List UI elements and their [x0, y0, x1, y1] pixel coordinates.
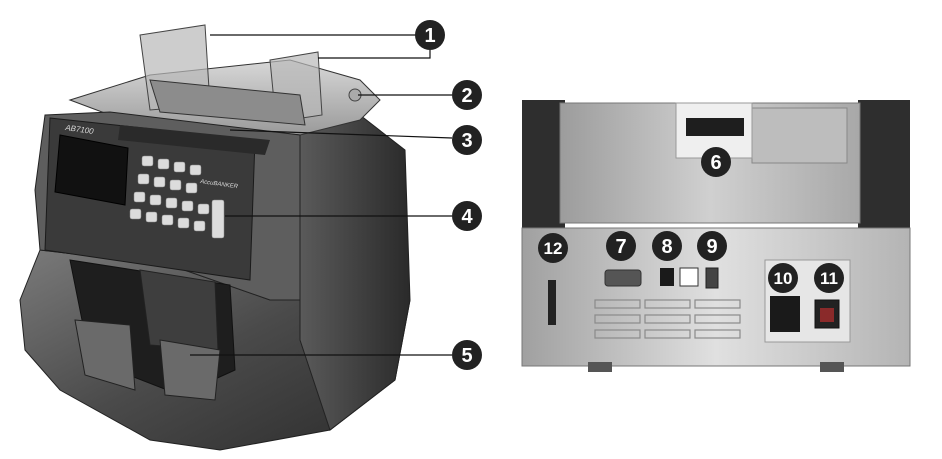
- hopper-plate: [149, 79, 306, 126]
- rear-vent-grid: [594, 299, 741, 339]
- callout-11: 11: [814, 263, 844, 293]
- callout-3: 3: [452, 125, 482, 155]
- front-right-side: [299, 114, 411, 431]
- power-socket: [770, 296, 800, 332]
- callout-7: 7: [606, 231, 636, 261]
- svg-text:1: 1: [424, 25, 435, 47]
- callout-4: 4: [452, 201, 482, 231]
- svg-text:6: 6: [710, 152, 721, 174]
- usb-port: [705, 267, 719, 289]
- callout-1: 1: [415, 20, 445, 50]
- svg-text:5: 5: [461, 345, 472, 367]
- callout-8: 8: [652, 231, 682, 261]
- svg-text:12: 12: [544, 239, 563, 258]
- svg-text:4: 4: [461, 206, 473, 228]
- rear-foot-right: [820, 362, 844, 372]
- rear-label-plate: [751, 107, 848, 164]
- leader-lines: [190, 34, 453, 356]
- svg-text:2: 2: [461, 85, 472, 107]
- rear-handle: [686, 118, 744, 136]
- svg-text:7: 7: [615, 236, 626, 258]
- callout-10: 10: [768, 263, 798, 293]
- callout-12: 12: [538, 233, 568, 263]
- keypad: [129, 155, 225, 239]
- rj11-port: [660, 268, 674, 286]
- svg-text:10: 10: [774, 269, 793, 288]
- callout-badges: 1 2 3 4 5 6 7 8 9 10 11 12: [415, 20, 844, 370]
- rear-side-slot: [548, 280, 556, 325]
- stacker-tray-right: [159, 339, 221, 401]
- power-switch-rocker: [820, 308, 834, 322]
- model-label: AB7100: [64, 123, 95, 136]
- rear-view: [521, 100, 911, 372]
- brand-label: AccuBANKER: [199, 179, 239, 190]
- callout-6: 6: [701, 147, 731, 177]
- svg-text:11: 11: [820, 269, 838, 288]
- stacker-wheels: [139, 269, 219, 351]
- rear-left-flap: [522, 100, 565, 240]
- svg-text:3: 3: [461, 130, 472, 152]
- feed-rollers: [118, 125, 270, 155]
- callout-2: 2: [452, 80, 482, 110]
- callout-9: 9: [697, 231, 727, 261]
- svg-text:8: 8: [661, 236, 672, 258]
- rear-right-flap: [858, 100, 910, 240]
- serial-port: [604, 269, 642, 287]
- display-screen: [54, 134, 129, 206]
- stacker-tray: [74, 319, 136, 391]
- rear-foot-left: [588, 362, 612, 372]
- callout-5: 5: [452, 340, 482, 370]
- svg-text:9: 9: [706, 236, 717, 258]
- rj45-port: [679, 267, 699, 287]
- front-view: AB7100 AccuBANKER: [19, 24, 411, 451]
